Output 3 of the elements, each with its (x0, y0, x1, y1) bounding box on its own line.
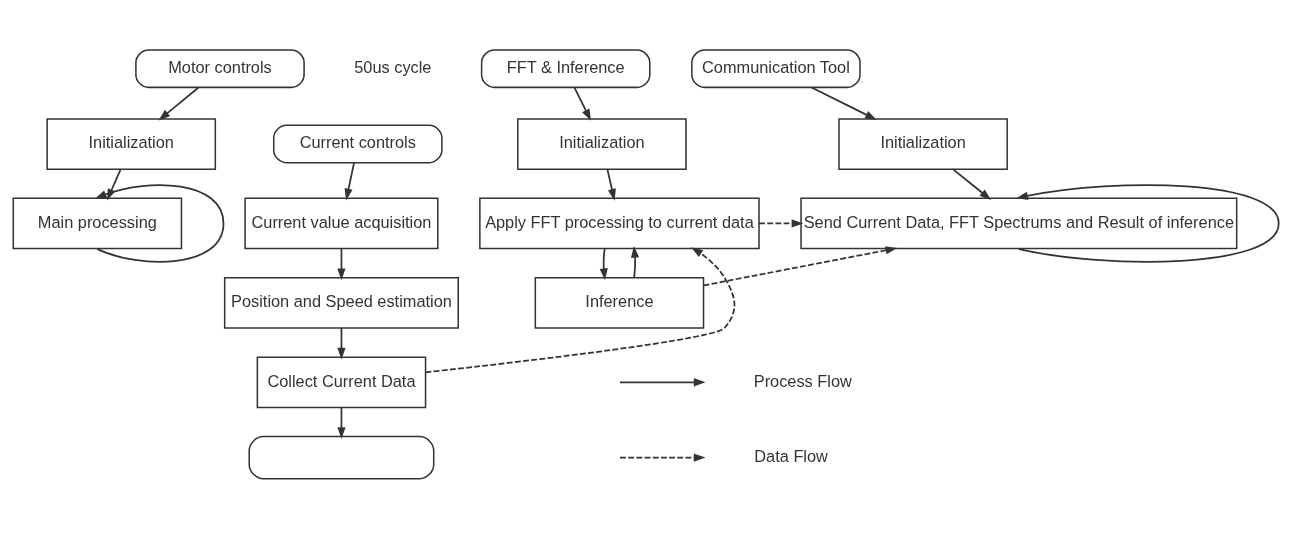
node-label: 50us cycle (354, 58, 432, 77)
legend-label: Data Flow (754, 446, 828, 465)
legend-label: Process Flow (753, 371, 852, 390)
